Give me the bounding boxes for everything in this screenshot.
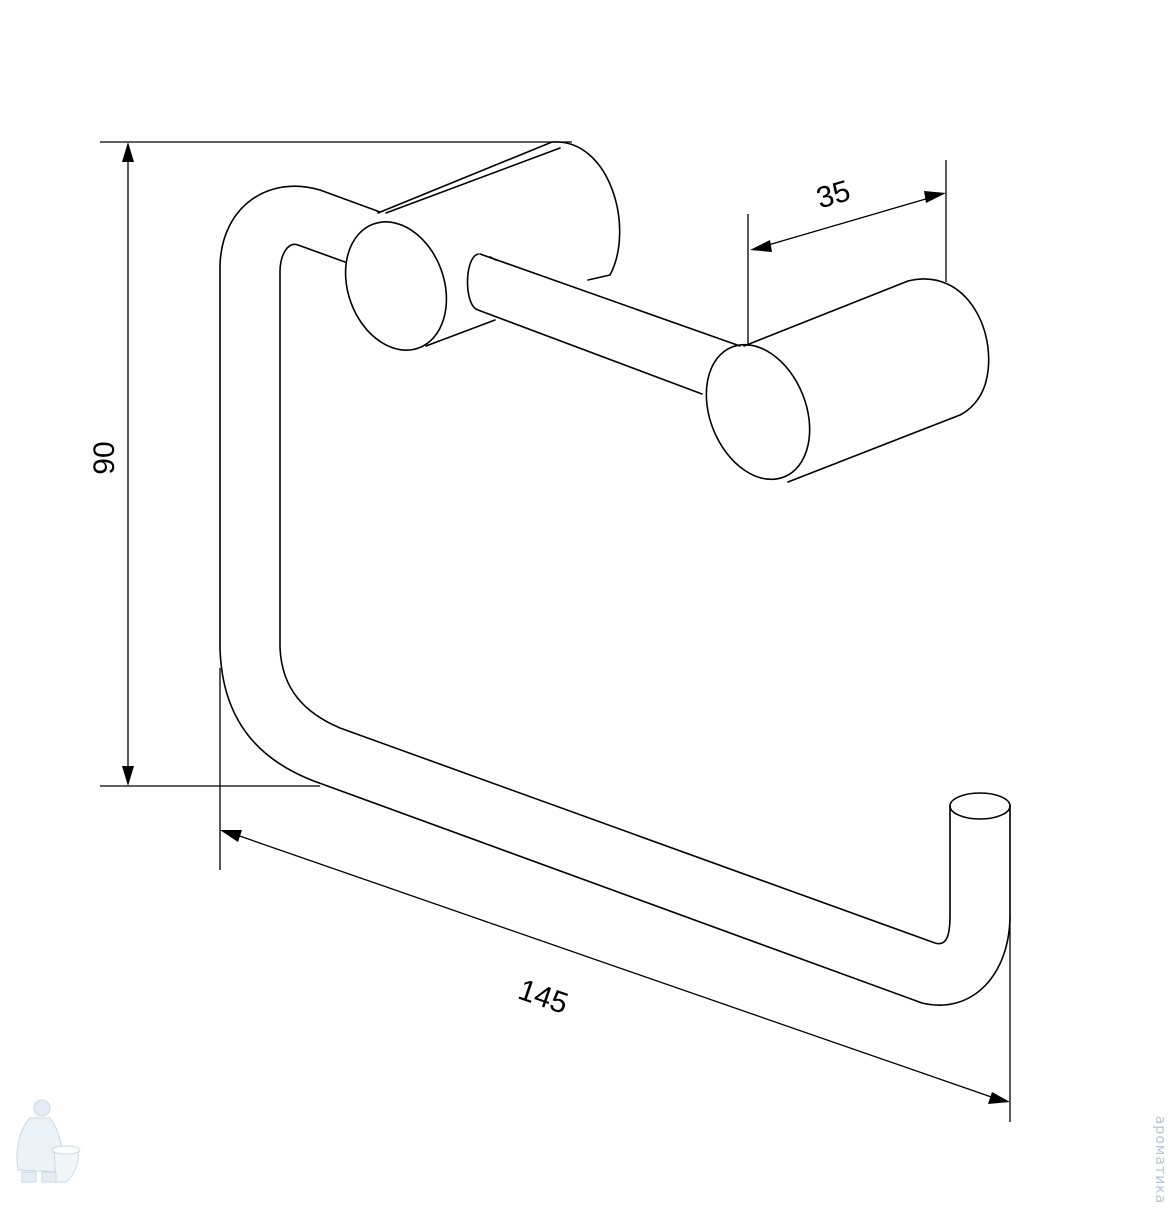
height-label: 90 bbox=[88, 441, 121, 474]
width-dim-line bbox=[227, 831, 1001, 1101]
width-arrow-left bbox=[220, 830, 242, 842]
dimension-depth: 35 bbox=[747, 160, 947, 346]
dimension-height: 90 bbox=[88, 141, 572, 787]
depth-arrow-right bbox=[924, 191, 946, 203]
rod-outer-edge bbox=[219, 185, 1011, 1006]
dimension-width: 145 bbox=[219, 668, 1011, 1122]
depth-label: 35 bbox=[813, 174, 854, 215]
watermark-text: ароматика bbox=[1152, 1116, 1168, 1204]
width-label: 145 bbox=[514, 973, 572, 1021]
left-mount-bottom-edge bbox=[425, 319, 496, 347]
rod-inner-edge bbox=[279, 243, 951, 945]
height-arrow-bottom bbox=[122, 766, 134, 786]
width-arrow-right bbox=[988, 1092, 1010, 1104]
depth-arrow-left bbox=[750, 240, 772, 252]
mascot-watermark-icon bbox=[16, 1099, 81, 1183]
depth-dim-line bbox=[757, 195, 937, 249]
height-arrow-top bbox=[122, 142, 134, 162]
right-cap-body bbox=[743, 278, 990, 483]
left-mount-body bbox=[377, 141, 621, 281]
left-mount-face bbox=[344, 221, 448, 351]
spindle-bar-top bbox=[479, 253, 741, 347]
holder-outline bbox=[219, 141, 1011, 1006]
left-mount-upper-shade bbox=[385, 147, 561, 214]
rod-end-cap bbox=[949, 792, 1011, 820]
right-cap-face bbox=[705, 343, 811, 481]
spindle-bar bbox=[466, 253, 703, 395]
spindle-bar-inner bbox=[489, 256, 497, 261]
